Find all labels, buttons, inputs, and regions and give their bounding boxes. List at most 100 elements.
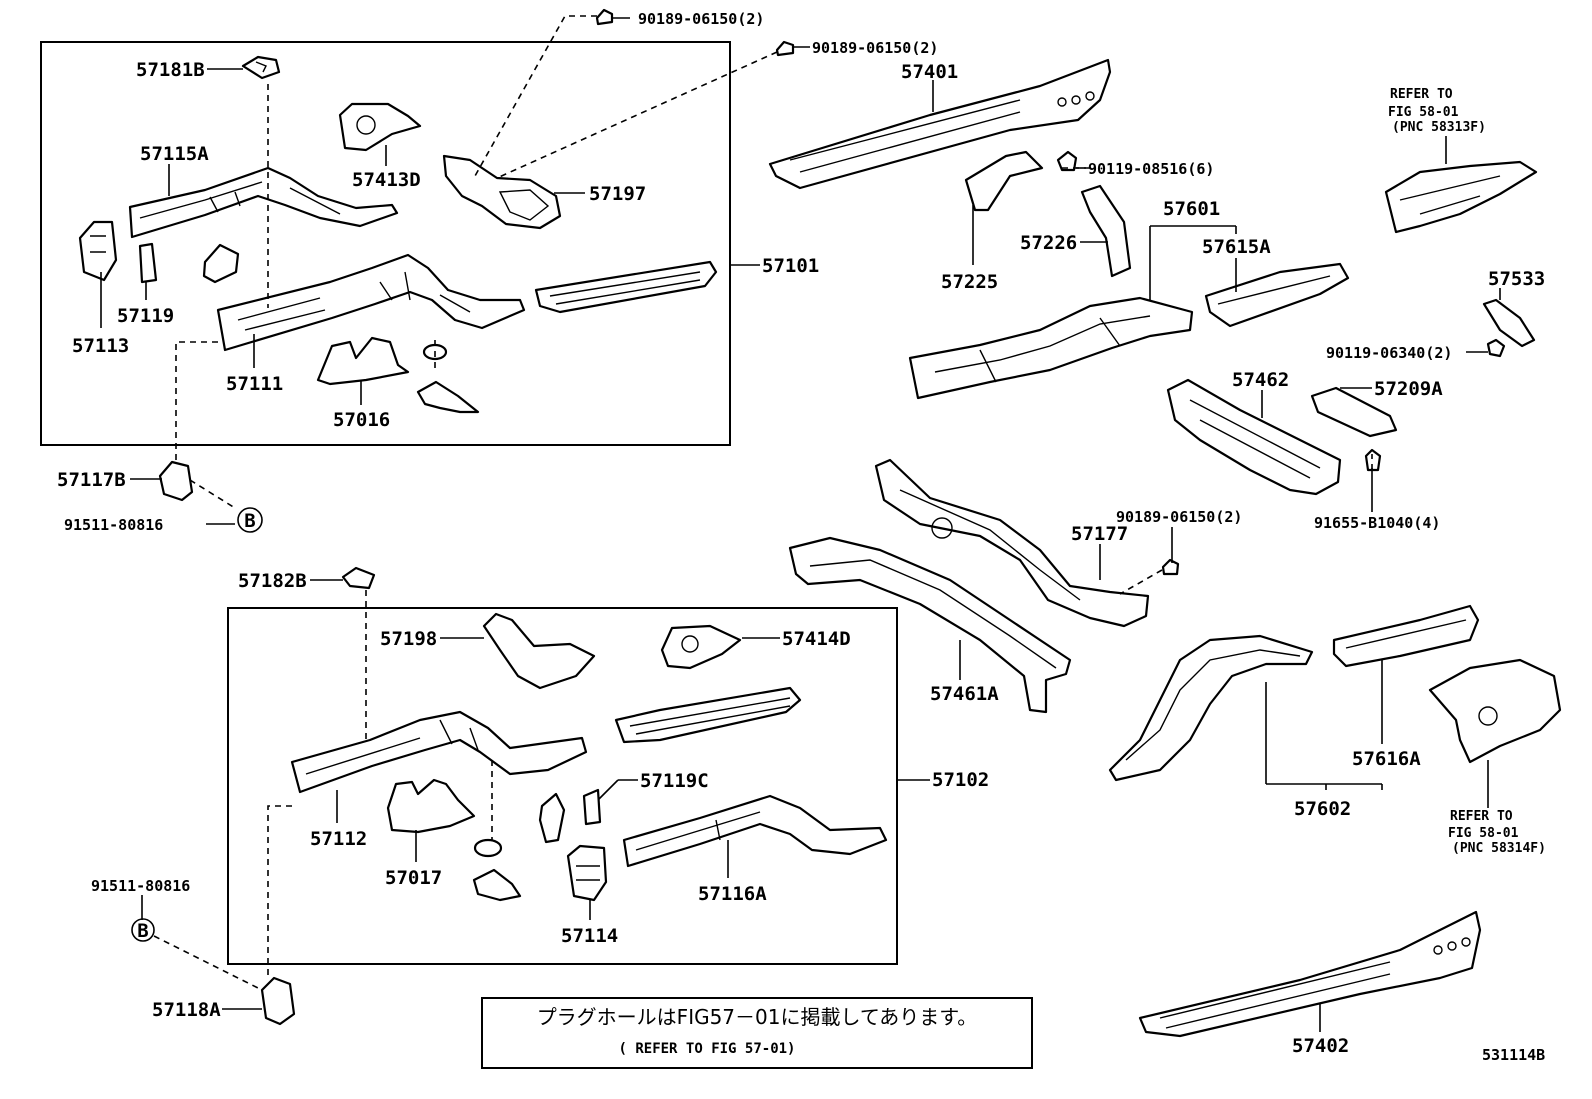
note-english: ( REFER TO FIG 57-01) (618, 1041, 795, 1057)
part-ref-58313F[interactable] (1384, 160, 1538, 234)
part-57401[interactable] (768, 58, 1112, 190)
label-57402: 57402 (1292, 1035, 1349, 1057)
part-57177[interactable] (874, 458, 1150, 628)
label-57401: 57401 (901, 61, 958, 83)
part-57616A[interactable] (1332, 604, 1480, 668)
part-57102-member[interactable] (614, 686, 802, 744)
refer-note-58314F: REFER TO FIG 58-01 (PNC 58314F) (1448, 809, 1546, 856)
label-57462: 57462 (1232, 369, 1289, 391)
label-57197: 57197 (589, 183, 646, 205)
part-57111[interactable] (216, 253, 526, 352)
part-labels: 90189-06150(2) 90189-06150(2) 57181B 574… (57, 10, 1545, 1057)
part-57119C[interactable] (538, 788, 602, 844)
label-57177: 57177 (1071, 523, 1128, 545)
part-57198[interactable] (482, 612, 596, 690)
label-57414D: 57414D (782, 628, 851, 650)
part-57226[interactable] (1080, 184, 1132, 278)
label-57112: 57112 (310, 828, 367, 850)
part-57462[interactable] (1166, 378, 1342, 496)
label-57101: 57101 (762, 255, 819, 277)
label-57111: 57111 (226, 373, 283, 395)
label-57119C: 57119C (640, 770, 709, 792)
clip-90189-top[interactable] (595, 8, 614, 26)
svg-text:REFER TO: REFER TO (1390, 87, 1453, 102)
label-90119-08516: 90119-08516(6) (1088, 160, 1214, 178)
label-91511-a: 91511-80816 (64, 516, 163, 534)
label-57181B: 57181B (136, 59, 205, 81)
label-57225: 57225 (941, 271, 998, 293)
part-57533[interactable] (1482, 298, 1536, 348)
clip-90189-top2[interactable] (775, 40, 795, 57)
label-90119-06340: 90119-06340(2) (1326, 344, 1452, 362)
part-ref-58314F[interactable] (1428, 658, 1562, 764)
part-57101-member[interactable] (534, 260, 718, 314)
label-57413D: 57413D (352, 169, 421, 191)
part-57225[interactable] (964, 150, 1044, 212)
label-57182B: 57182B (238, 570, 307, 592)
leader-lines (100, 17, 1501, 1032)
svg-text:REFER TO: REFER TO (1450, 809, 1513, 824)
part-57116A[interactable] (622, 794, 888, 868)
part-bracket-small[interactable] (202, 243, 240, 284)
label-57116A: 57116A (698, 883, 767, 905)
figure-id: 531114B (1482, 1046, 1545, 1064)
part-57112[interactable] (290, 710, 588, 794)
part-57113[interactable] (78, 220, 118, 282)
label-57209A: 57209A (1374, 378, 1443, 400)
part-57017[interactable] (386, 778, 522, 902)
part-57119[interactable] (138, 242, 158, 284)
part-57402[interactable] (1138, 910, 1482, 1038)
label-57615A: 57615A (1202, 236, 1271, 258)
label-57016: 57016 (333, 409, 390, 431)
label-90189-top1: 90189-06150(2) (638, 10, 764, 28)
part-57182B[interactable] (341, 566, 376, 590)
label-57115A: 57115A (140, 143, 209, 165)
label-57533: 57533 (1488, 268, 1545, 290)
bolt-90119-08516[interactable] (1056, 150, 1078, 172)
marker-b-1: B (237, 507, 263, 533)
label-90189-mid: 90189-06150(2) (1116, 508, 1242, 526)
group-frame-57102 (227, 607, 898, 965)
bolt-91655[interactable] (1364, 448, 1382, 472)
part-57413D[interactable] (338, 102, 422, 152)
part-57414D[interactable] (660, 624, 742, 670)
refer-note-58313F: REFER TO FIG 58-01 (PNC 58313F) (1388, 87, 1486, 135)
svg-text:(PNC 58313F): (PNC 58313F) (1392, 120, 1486, 135)
clip-90189-mid[interactable] (1161, 558, 1180, 576)
label-57616A: 57616A (1352, 748, 1421, 770)
part-57181B[interactable] (241, 55, 281, 80)
part-57117B[interactable] (158, 460, 194, 502)
svg-text:(PNC 58314F): (PNC 58314F) (1452, 841, 1546, 856)
part-57115A[interactable] (128, 166, 399, 239)
label-90189-top2: 90189-06150(2) (812, 39, 938, 57)
marker-b-2: B (131, 918, 155, 942)
label-57226: 57226 (1020, 232, 1077, 254)
part-57114[interactable] (566, 844, 608, 902)
bolt-90119-06340[interactable] (1486, 338, 1506, 358)
svg-text:B: B (244, 510, 255, 532)
label-57602: 57602 (1294, 798, 1351, 820)
part-57118A[interactable] (260, 976, 296, 1026)
part-57209A[interactable] (1310, 386, 1398, 438)
note-japanese: プラグホールはFIG57－01に掲載してあります。 (537, 1005, 978, 1029)
part-57016[interactable] (316, 336, 480, 414)
part-57197[interactable] (442, 154, 562, 230)
label-91511-b: 91511-80816 (91, 877, 190, 895)
label-57117B: 57117B (57, 469, 126, 491)
part-57615A[interactable] (1204, 262, 1350, 328)
label-57198: 57198 (380, 628, 437, 650)
label-57102: 57102 (932, 769, 989, 791)
dashed-lines (153, 15, 1373, 991)
part-57461A[interactable] (788, 536, 1072, 714)
label-57601: 57601 (1163, 198, 1220, 220)
part-57601[interactable] (908, 296, 1194, 400)
label-57119: 57119 (117, 305, 174, 327)
svg-text:FIG 58-01: FIG 58-01 (1388, 105, 1459, 120)
plug-hole-note: プラグホールはFIG57－01に掲載してあります。 ( REFER TO FIG… (481, 997, 1033, 1069)
svg-text:FIG 58-01: FIG 58-01 (1448, 826, 1519, 841)
label-91655: 91655-B1040(4) (1314, 514, 1440, 532)
part-57602[interactable] (1108, 634, 1314, 782)
group-frame-57101 (40, 41, 731, 446)
label-57461A: 57461A (930, 683, 999, 705)
